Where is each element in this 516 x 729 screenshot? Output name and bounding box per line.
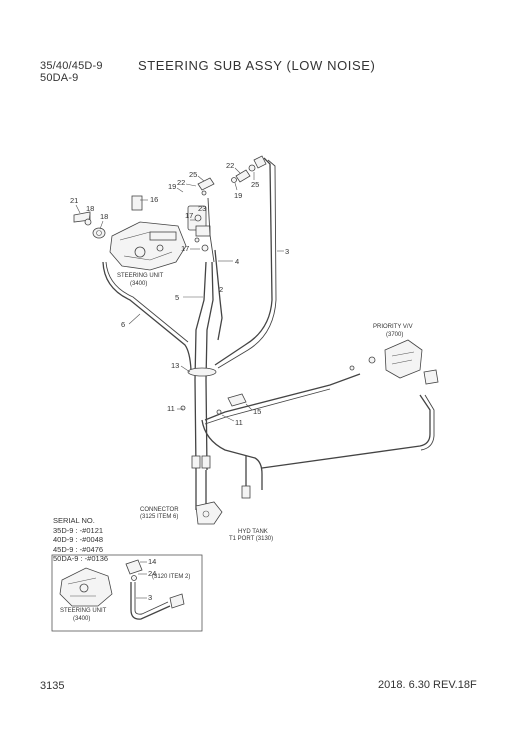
inset-steering-unit [59,567,113,607]
callout-22b: 22 [226,161,234,170]
steering-unit-label: STEERING UNIT [117,273,164,279]
date-revision: 2018. 6.30 REV.18F [378,679,477,691]
hyd-tank-port: T1 PORT (3130) [229,536,273,542]
serial-line: 50DA-9 : -#0136 [53,554,109,564]
connector-ref: (3125 ITEM 6) [140,514,178,520]
callout-23: 23 [198,204,206,213]
callout-13: 13 [171,361,179,370]
inset-callout-24: 24 [148,569,156,578]
callout-25a: 25 [189,170,197,179]
callout-18a: 18 [86,204,94,213]
callout-6: 6 [121,320,125,329]
steering-unit-main [109,195,187,271]
model-line-2: 50DA-9 [40,72,79,84]
priority-valve-code: (3700) [386,332,403,338]
serial-line: 45D-9 : -#0476 [53,544,104,554]
inset-ref: (3120 ITEM 2) [152,574,190,580]
priority-valve-label: PRIORITY V/V [373,324,413,330]
hyd-tank-label: HYD TANK [238,529,268,535]
serial-line: 40D-9 : -#0048 [53,535,104,545]
callout-19a: 19 [168,182,176,191]
callout-21: 21 [70,196,78,205]
inset-steering-unit-label: STEERING UNIT [60,608,107,614]
model-line-1: 35/40/45D-9 [40,60,103,72]
callout-3: 3 [285,247,289,256]
hoses [102,157,435,510]
callout-22a: 22 [177,178,185,187]
callout-11b: 11 [235,418,243,427]
serial-line: 35D-9 : -#0121 [53,525,104,535]
inset-steering-unit-code: (3400) [73,616,90,622]
callout-2: 2 [219,285,223,294]
callout-17a: 17 [185,211,193,220]
serial-numbers: SERIAL NO. 35D-9 : -#0121 40D-9 : -#0048… [53,516,108,564]
callout-5: 5 [175,293,179,302]
page-title: STEERING SUB ASSY (LOW NOISE) [138,58,376,73]
callouts: 21 18 18 16 19 22 25 22 25 19 17 23 17 4… [70,161,289,427]
serial-heading: SERIAL NO. [53,516,95,525]
callout-15: 15 [253,407,261,416]
callout-4: 4 [235,257,239,266]
inset-callout-14: 14 [148,557,156,566]
fittings-cluster [187,155,267,252]
inset-frame [51,554,203,632]
callout-11a: 11 [167,404,175,413]
callout-17b: 17 [181,244,189,253]
inset-hose [125,559,185,620]
priority-valve [349,339,439,385]
callout-18b: 18 [100,212,108,221]
callout-19b: 19 [234,191,242,200]
steering-unit-code: (3400) [130,281,147,287]
connector-label: CONNECTOR [140,507,179,513]
page-number: 3135 [40,680,65,692]
connector [195,501,223,525]
inset-callout-3: 3 [148,593,152,602]
left-fittings [73,211,106,239]
callout-16: 16 [150,195,158,204]
fittings-mid [180,393,247,415]
callout-25b: 25 [251,180,259,189]
